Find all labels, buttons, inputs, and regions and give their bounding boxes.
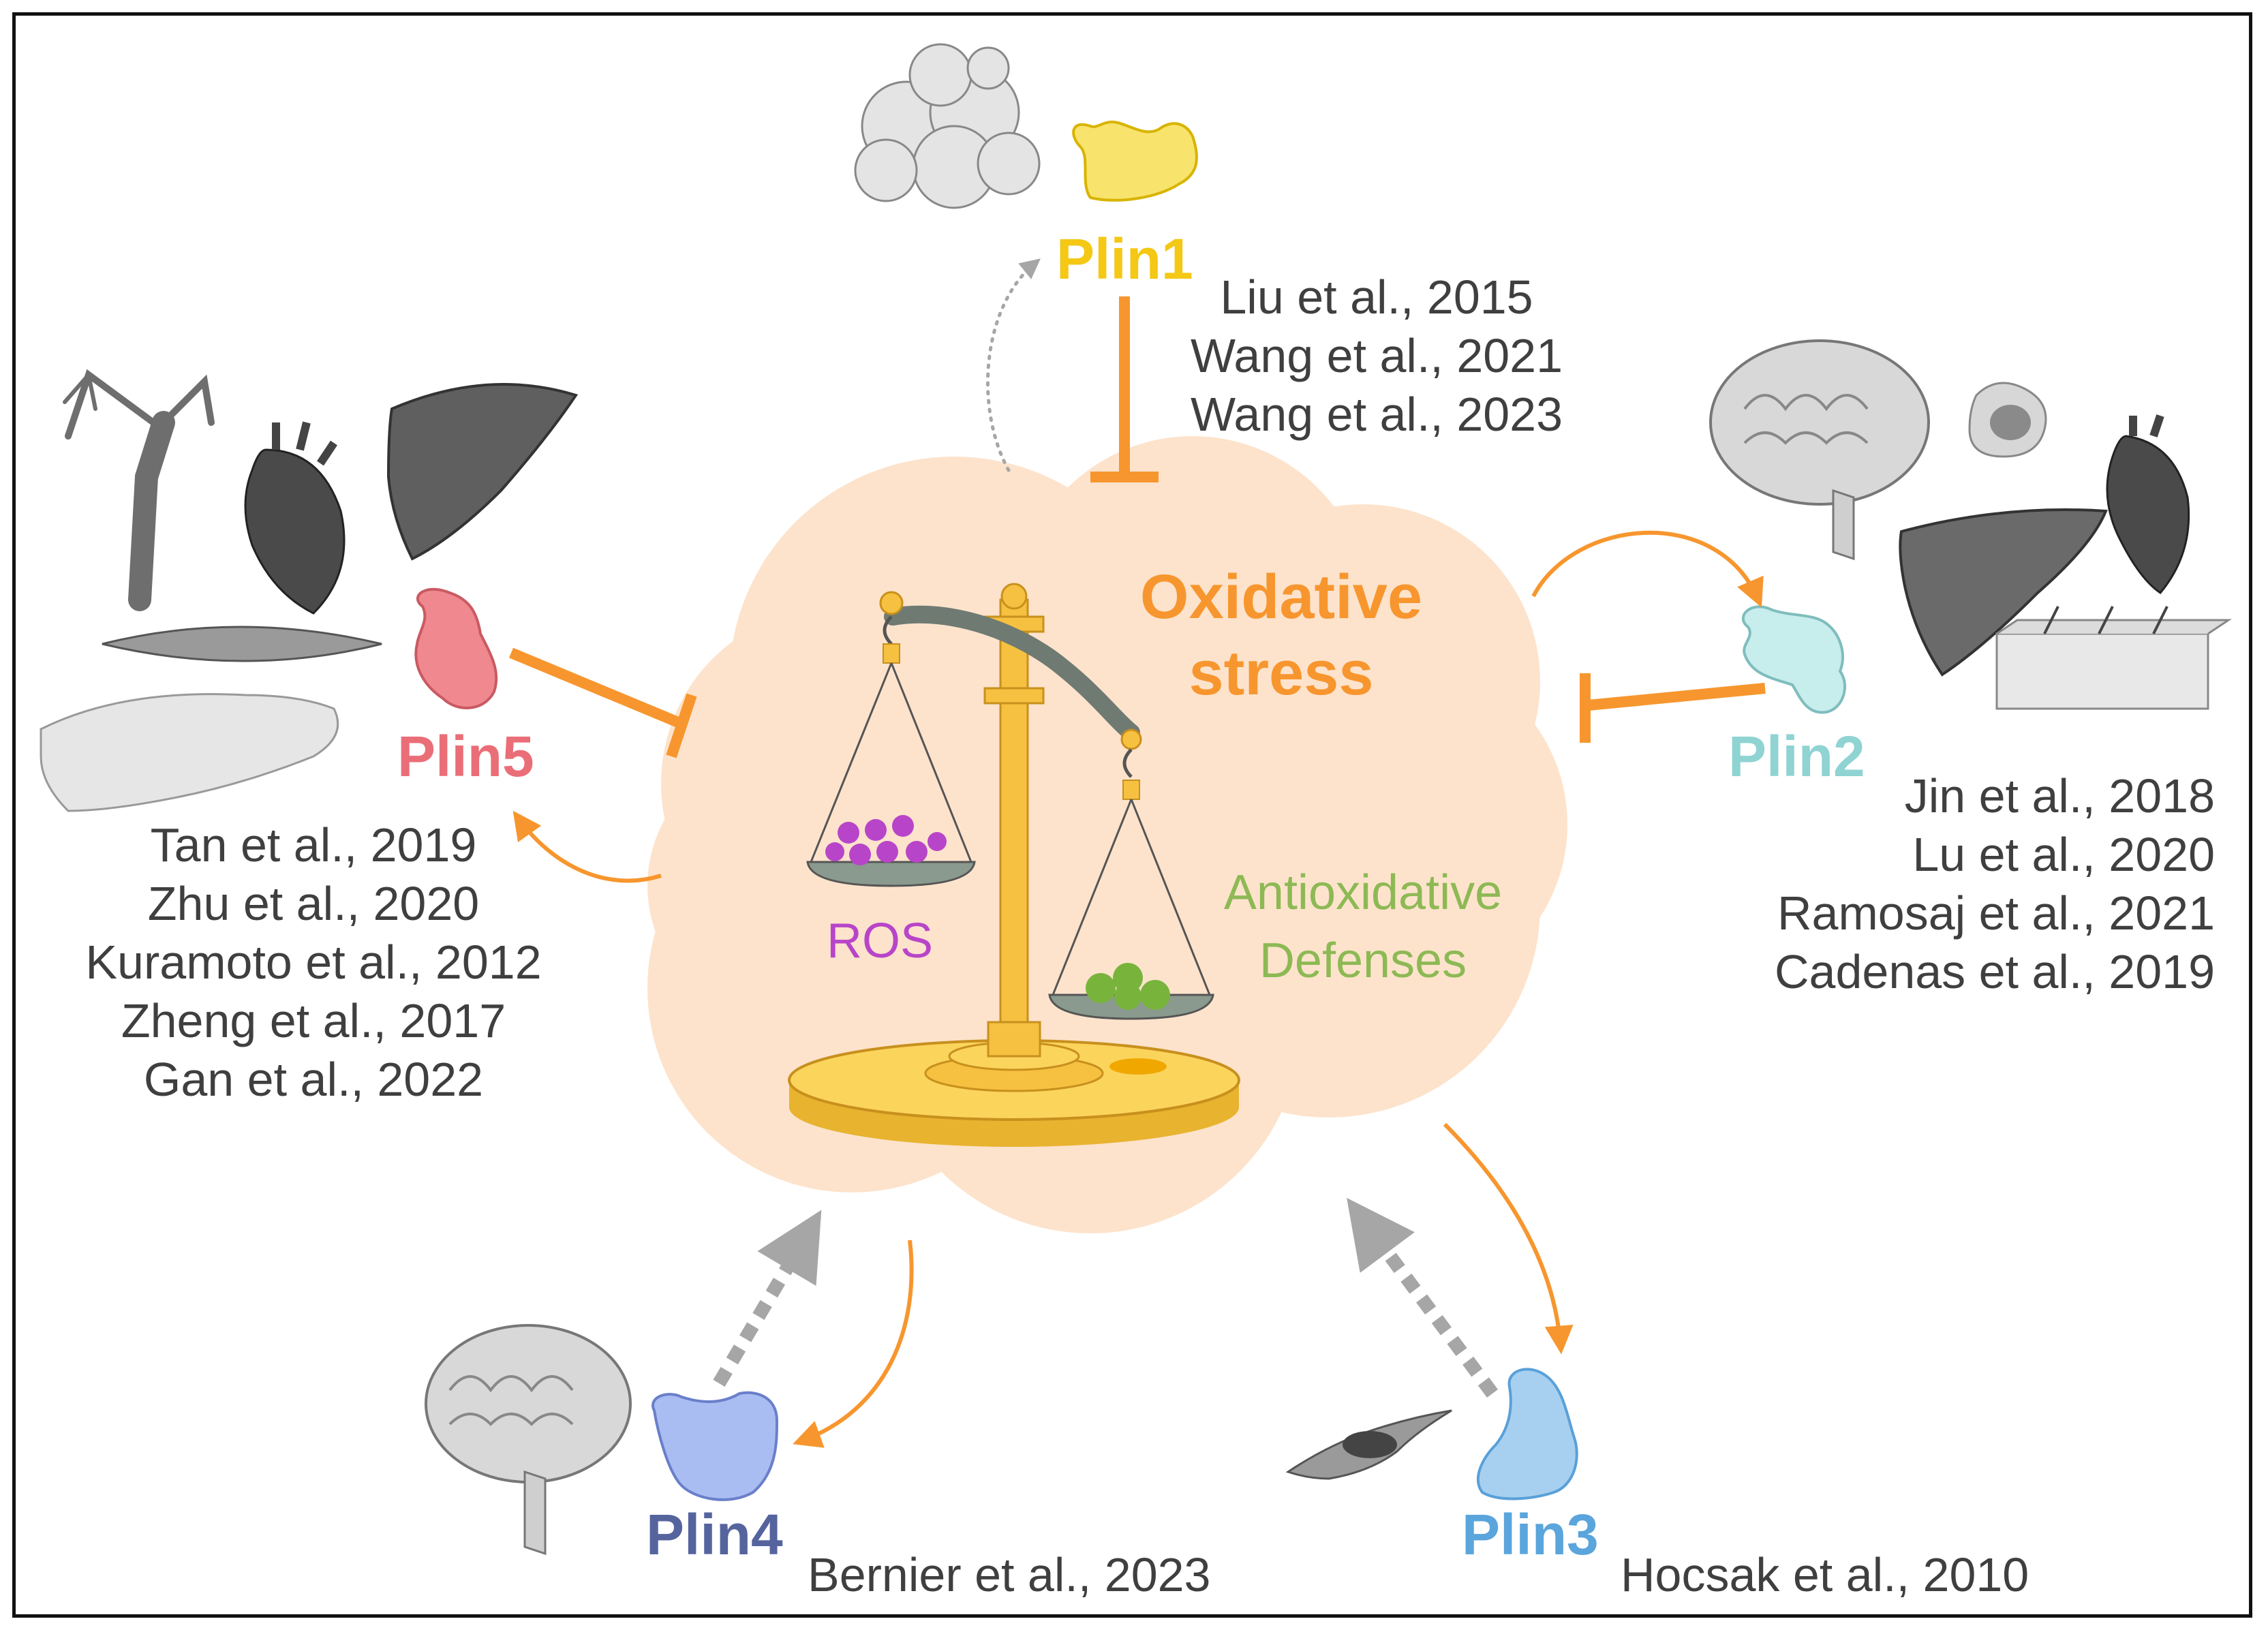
scale-icon [788, 583, 1240, 1147]
plin2-protein-icon [1742, 605, 1847, 714]
defense-line-1: Antioxidative [1223, 865, 1503, 920]
heart-icon [244, 421, 346, 615]
plin4-protein-icon [652, 1391, 779, 1501]
plin1-references: Liu et al., 2015 Wang et al., 2021 Wang … [1159, 268, 1595, 444]
antioxidative-defenses-label: Antioxidative Defenses [1186, 859, 1540, 995]
plin2-inhibition [1580, 673, 1766, 743]
plin2-label: Plin2 [1728, 724, 1865, 788]
ros-label: ROS [827, 914, 934, 968]
skin-icon [1995, 606, 2232, 710]
reference: Tan et al., 2019 [150, 818, 477, 872]
plin5-protein-icon [414, 587, 498, 709]
reference: Liu et al., 2015 [1220, 271, 1533, 324]
plin3-label: Plin3 [1462, 1503, 1599, 1567]
plin3-references: Hocsak et al., 2010 [1621, 1545, 2029, 1604]
plin1-label: Plin1 [1056, 227, 1193, 291]
plin3-protein-icon [1476, 1368, 1578, 1500]
liver-icon [386, 383, 579, 561]
plin5-references: Tan et al., 2019 Zhu et al., 2020 Kuramo… [41, 816, 586, 1109]
reference: Zheng et al., 2017 [121, 994, 506, 1047]
reference: Wang et al., 2021 [1190, 329, 1563, 382]
reference: Wang et al., 2023 [1190, 388, 1563, 441]
title-line-1: Oxidative [1139, 562, 1423, 632]
antioxidant-molecules [1086, 963, 1170, 1010]
muscle-icon [102, 626, 382, 662]
plin3-dashed-arrow [1347, 1197, 1499, 1398]
reference: Jin et al., 2018 [1904, 769, 2215, 822]
brain-icon [425, 1324, 632, 1556]
ros-molecules [825, 815, 947, 865]
liver-icon [1899, 508, 2108, 677]
reference: Cadenas et al., 2019 [1774, 945, 2215, 998]
plin4-activation-arrow [793, 1240, 914, 1448]
plin4-references: Bernier et al., 2023 [808, 1545, 1210, 1604]
plin1-inhibition [1090, 296, 1159, 482]
plin1-dashed-arrow [986, 258, 1041, 472]
defense-line-2: Defenses [1259, 934, 1467, 988]
title-line-2: stress [1189, 638, 1374, 708]
blood-vessel-icon [63, 369, 215, 611]
plin4-dashed-arrow [713, 1210, 822, 1387]
reference: Zhu et al., 2020 [147, 877, 480, 930]
reference: Bernier et al., 2023 [808, 1548, 1211, 1601]
plin1-protein-icon [1072, 120, 1198, 202]
reference: Ramosaj et al., 2021 [1777, 887, 2215, 940]
plin4-label: Plin4 [646, 1503, 783, 1567]
plin2-references: Jin et al., 2018 Lu et al., 2020 Ramosaj… [1670, 767, 2215, 1001]
plin5-inhibition [508, 647, 697, 758]
oxidative-stress-title: Oxidative stress [1063, 559, 1499, 711]
reference: Gan et al., 2022 [143, 1053, 484, 1106]
plin5-label: Plin5 [397, 724, 534, 788]
reference: Hocsak et al., 2010 [1621, 1548, 2029, 1601]
heart-icon [2106, 414, 2190, 594]
plin3-activation-arrow [1443, 1122, 1574, 1355]
reference: Lu et al., 2020 [1912, 828, 2215, 881]
plin5-activation-arrow [512, 810, 662, 883]
adipose-tissue-icon [854, 43, 1041, 209]
plin2-activation-arrow [1531, 530, 1764, 608]
pancreas-icon [40, 693, 339, 812]
brain-icon [1709, 339, 1930, 561]
macrophage-icon [1968, 382, 2047, 458]
figure-frame [12, 12, 2252, 1618]
fibroblast-icon [1285, 1409, 1452, 1480]
reference: Kuramoto et al., 2012 [85, 936, 542, 989]
